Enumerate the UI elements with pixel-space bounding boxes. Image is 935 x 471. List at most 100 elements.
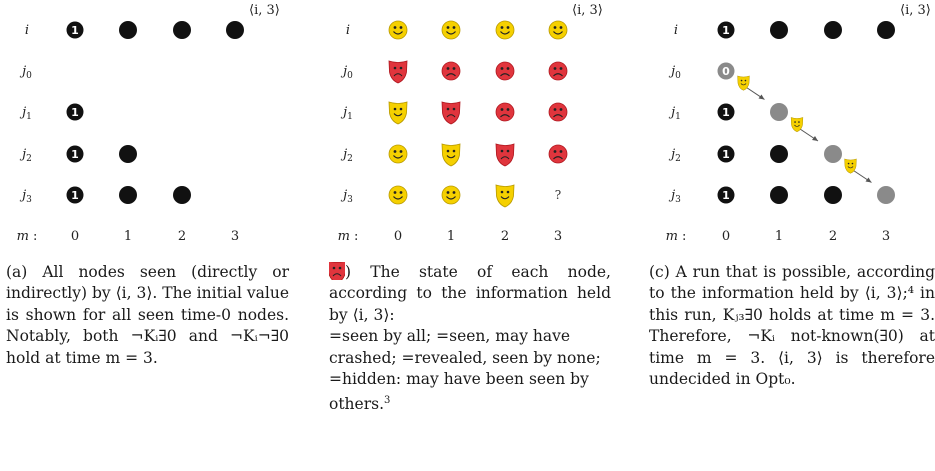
node-j3-1 — [770, 186, 788, 204]
col-label-1: 1 — [124, 229, 132, 244]
node-j1-0 — [66, 103, 84, 121]
node-j1-1 — [770, 103, 788, 121]
row-label-j1: j1 — [340, 105, 353, 122]
node-i-2 — [495, 20, 515, 40]
node-j3-3: ? — [555, 188, 561, 202]
node-i-2 — [824, 21, 842, 39]
node-j0-1 — [441, 61, 461, 81]
node-j3-0 — [66, 186, 84, 204]
col-label-3: 3 — [882, 229, 890, 244]
panel-a-caption-text: (a) All nodes seen (directly or indirect… — [6, 263, 289, 367]
col-label-1: 1 — [447, 229, 455, 244]
node-j3-0 — [717, 186, 735, 204]
row-label-j0: j0 — [668, 64, 681, 81]
node-j3-0 — [388, 185, 408, 205]
node-i-0 — [717, 21, 735, 39]
node-i-1 — [770, 21, 788, 39]
node-j2-2 — [495, 143, 515, 167]
node-j2-0-value: 1 — [71, 148, 79, 161]
node-j1-3 — [548, 102, 568, 122]
node-j2-1 — [119, 145, 137, 163]
row-label-m: m : — [17, 229, 38, 244]
node-i3-label: ⟨i, 3⟩ — [900, 3, 931, 18]
node-j2-0 — [66, 145, 84, 163]
row-label-j0: j0 — [340, 64, 353, 81]
row-label-j1: j1 — [668, 105, 681, 122]
node-j2-2 — [824, 145, 842, 163]
col-label-3: 3 — [231, 229, 239, 244]
messenger-icon-0 — [737, 75, 750, 91]
row-label-i: i — [674, 23, 678, 38]
panel-a-caption: (a) All nodes seen (directly or indirect… — [6, 262, 289, 369]
node-j3-3 — [877, 186, 895, 204]
panel-b: i j0 j1 j2 j3 m : 0 1 2 3 ⟨i, 3⟩? (b) The state of… — [326, 0, 616, 471]
legend-revealed: =revealed, seen by none; — [401, 348, 601, 367]
node-j3-0-value: 1 — [722, 189, 730, 202]
col-label-2: 2 — [501, 229, 509, 244]
messenger-arrow-0 — [737, 75, 765, 100]
col-label-3: 3 — [554, 229, 562, 244]
row-label-m: m : — [338, 229, 359, 244]
footnote-3: 3 — [384, 395, 391, 407]
row-label-j2: j2 — [668, 147, 681, 164]
node-i-3 — [226, 21, 244, 39]
node-i-0-value: 1 — [71, 24, 79, 37]
messenger-arrow-2 — [844, 158, 872, 183]
node-i-0-value: 1 — [722, 24, 730, 37]
node-i-3 — [877, 21, 895, 39]
node-j3-1 — [119, 186, 137, 204]
panel-b-legend: =seen by all; =seen, may have crashed; =… — [329, 262, 611, 416]
node-j2-0 — [717, 145, 735, 163]
legend-hidden-glyph — [329, 262, 345, 280]
row-label-i: i — [346, 23, 350, 38]
node-i3-label: ⟨i, 3⟩ — [572, 3, 603, 18]
row-label-j2: j2 — [19, 147, 32, 164]
col-label-2: 2 — [178, 229, 186, 244]
node-i-3 — [548, 20, 568, 40]
node-j2-0 — [388, 144, 408, 164]
panel-c-caption-text: (c) A run that is possible, according to… — [649, 263, 935, 389]
node-j1-0-value: 1 — [722, 106, 730, 119]
messenger-icon-1 — [790, 117, 804, 133]
node-j0-3 — [548, 61, 568, 81]
row-label-j3: j3 — [19, 188, 32, 205]
col-label-0: 0 — [394, 229, 402, 244]
node-j3-2 — [173, 186, 191, 204]
node-j1-1 — [441, 101, 461, 125]
node-j3-0-value: 1 — [71, 189, 79, 202]
node-i-0 — [388, 20, 408, 40]
row-label-m: m : — [666, 229, 687, 244]
node-i-1 — [119, 21, 137, 39]
node-j0-0-value: 0 — [722, 65, 730, 78]
node-j2-1 — [770, 145, 788, 163]
node-j1-0 — [388, 101, 408, 125]
node-i3-label: ⟨i, 3⟩ — [249, 3, 280, 18]
row-label-j0: j0 — [19, 64, 32, 81]
row-label-j1: j1 — [19, 105, 32, 122]
node-i-1 — [441, 20, 461, 40]
row-label-j3: j3 — [340, 188, 353, 205]
panel-c-caption: (c) A run that is possible, according to… — [649, 262, 935, 390]
node-j1-0 — [717, 103, 735, 121]
node-j1-0-value: 1 — [71, 106, 79, 119]
node-i-2 — [173, 21, 191, 39]
messenger-icon-2 — [844, 158, 857, 174]
legend-crashed: =seen, may have crashed; — [329, 327, 571, 367]
node-j2-1 — [441, 143, 461, 167]
node-j1-2 — [495, 102, 515, 122]
panel-b-caption-intro: (b) The state of each node, according to… — [329, 263, 611, 324]
node-j3-2 — [824, 186, 842, 204]
row-label-j2: j2 — [340, 147, 353, 164]
node-j0-2 — [495, 61, 515, 81]
node-j0-0 — [717, 62, 735, 80]
node-j0-0 — [388, 60, 408, 84]
legend-hidden: =hidden: may have been seen by others. — [329, 370, 589, 414]
legend-smile: =seen by all; — [329, 327, 432, 346]
col-label-1: 1 — [775, 229, 783, 244]
node-j3-1 — [441, 185, 461, 205]
node-j2-0-value: 1 — [722, 148, 730, 161]
